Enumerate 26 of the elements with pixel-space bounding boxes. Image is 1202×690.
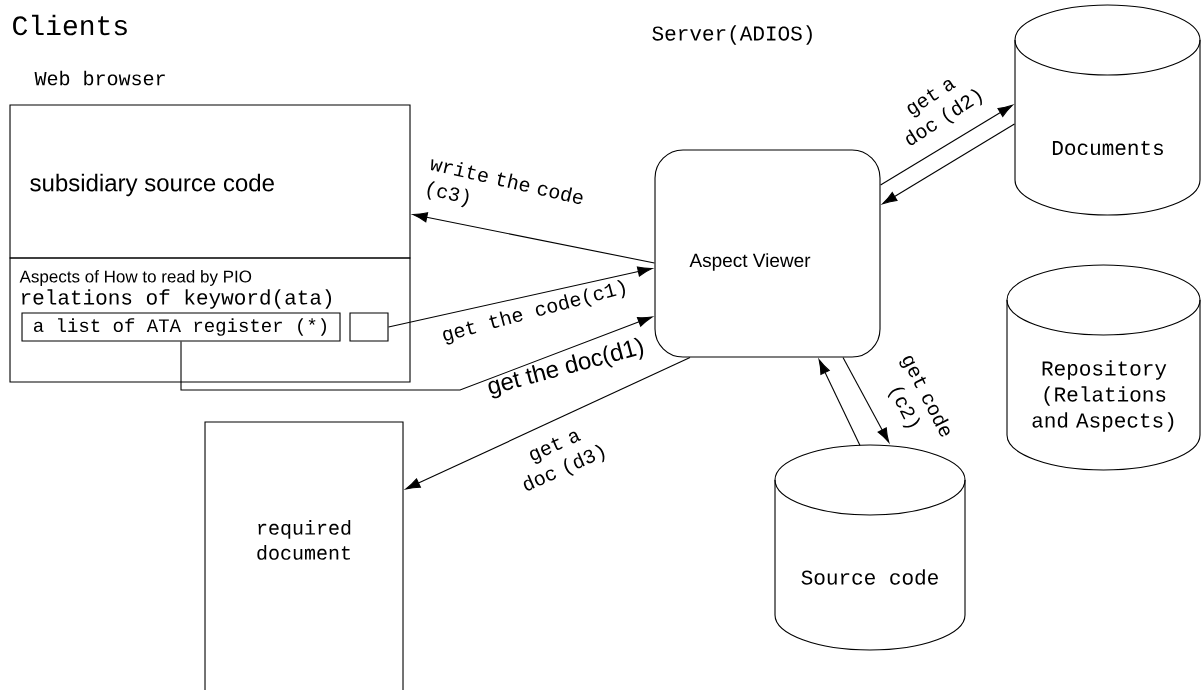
viewer-box: Aspect Viewer <box>654 149 881 358</box>
heading: Clients <box>13 14 127 36</box>
edge-label: get a doc (d3) <box>523 431 605 491</box>
heading: Server(ADIOS) <box>652 25 812 45</box>
arrow <box>842 357 890 443</box>
arrow <box>180 316 653 391</box>
heading: Web browser <box>34 70 165 86</box>
edge-label: get the doc(d1) <box>488 337 644 399</box>
database-cylinder: Repository (Relations and Aspects) <box>1006 264 1201 471</box>
list-box: a list of ATA register (*) <box>21 312 341 342</box>
arrow <box>405 357 691 490</box>
database-cylinder: Documents <box>1014 4 1201 216</box>
browser-panel: subsidiary source code <box>9 104 411 259</box>
arrow <box>412 212 655 264</box>
arrow <box>388 266 653 328</box>
edge-label: write the code (c3) <box>427 159 583 208</box>
node-label: Repository (Relations and Aspects) <box>1032 360 1174 432</box>
node-label: Documents <box>1052 140 1163 156</box>
edge-label: get code (c2) <box>887 356 950 437</box>
arrow <box>818 359 861 446</box>
database-cylinder: Source code <box>774 444 966 651</box>
arrow <box>882 123 1015 205</box>
node-label: Source code <box>801 569 938 585</box>
small-box <box>349 312 389 342</box>
document-page: required document <box>204 421 404 690</box>
arrow <box>880 104 1013 186</box>
